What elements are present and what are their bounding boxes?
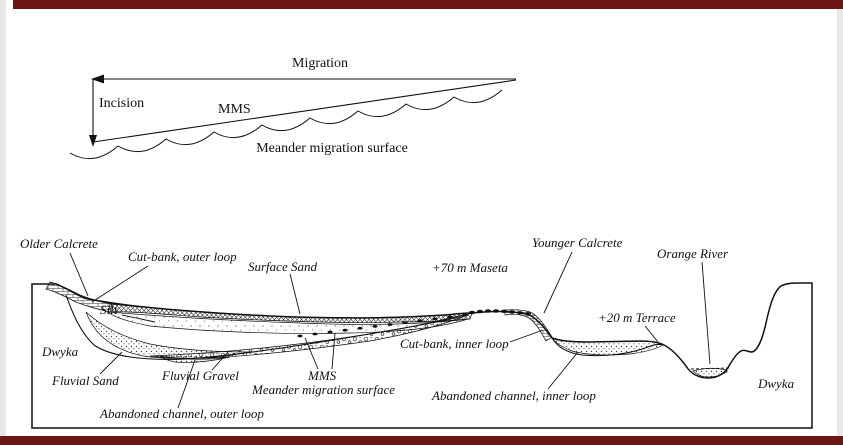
- label-silt: Silt: [100, 302, 118, 317]
- label-fluvial-gravel: Fluvial Gravel: [161, 368, 239, 383]
- inset-diagram: Migration Incision MMS Meander migration…: [69, 56, 517, 160]
- right-edge-shade: [837, 0, 843, 445]
- surface-sand-leader: [289, 273, 301, 315]
- label-cut-bank-inner: Cut-bank, inner loop: [400, 336, 509, 351]
- mms-pebble-band: [297, 313, 468, 338]
- younger-calcrete-leader: [543, 251, 573, 314]
- label-mms-section: MMS: [307, 368, 337, 383]
- top-accent-bar: [13, 0, 843, 9]
- orange-river-leader: [701, 261, 711, 365]
- label-meander-migration-surface-section: Meander migration surface: [251, 382, 395, 397]
- label-mms-inset: MMS: [218, 102, 251, 117]
- label-younger-calcrete: Younger Calcrete: [532, 235, 623, 250]
- migration-arrowhead-icon: [91, 74, 104, 84]
- label-surface-sand: Surface Sand: [248, 259, 317, 274]
- cut-bank-outer-leader: [91, 265, 149, 303]
- label-terrace: +20 m Terrace: [598, 310, 676, 325]
- bedrock-floor-inner-valley: [551, 337, 665, 357]
- fluvial-sand-leader: [99, 351, 123, 375]
- mms-leader-2: [331, 332, 336, 370]
- abandoned-outer-leader: [177, 359, 196, 409]
- cut-bank-inner-leader: [509, 329, 544, 343]
- terrace-leader: [644, 325, 659, 343]
- label-abandoned-outer: Abandoned channel, outer loop: [99, 406, 264, 421]
- river-water-line: [690, 367, 730, 370]
- mms-diagonal-line: [92, 79, 517, 143]
- cross-section-outline: [31, 282, 813, 429]
- label-dwyka-right: Dwyka: [757, 376, 795, 391]
- meander-scallops: [69, 89, 503, 160]
- fluvial-gravel-layer: [149, 315, 466, 359]
- mms-leader-1: [304, 337, 319, 370]
- label-cut-bank-outer: Cut-bank, outer loop: [128, 249, 237, 264]
- label-abandoned-inner: Abandoned channel, inner loop: [431, 388, 596, 403]
- bedrock-floor-outer-valley: [65, 294, 473, 360]
- left-edge-shade: [0, 0, 6, 445]
- fluvial-gravel-leader: [211, 351, 229, 371]
- label-orange-river: Orange River: [657, 246, 729, 261]
- older-calcrete-leader: [69, 252, 89, 297]
- cross-section: Older Calcrete Cut-bank, outer loop Surf…: [20, 235, 813, 429]
- incision-arrowhead-icon: [89, 135, 97, 147]
- label-incision: Incision: [99, 96, 144, 111]
- abandoned-inner-leader: [547, 351, 579, 390]
- label-meander-migration-surface-inset: Meander migration surface: [256, 141, 408, 156]
- label-fluvial-sand: Fluvial Sand: [51, 373, 119, 388]
- silt-leader: [121, 314, 156, 323]
- label-older-calcrete: Older Calcrete: [20, 236, 98, 251]
- silt-layer: [107, 311, 469, 334]
- label-maseta: +70 m Maseta: [432, 260, 508, 275]
- label-dwyka-left: Dwyka: [41, 344, 79, 359]
- label-migration: Migration: [292, 56, 348, 71]
- bottom-accent-bar: [0, 436, 843, 445]
